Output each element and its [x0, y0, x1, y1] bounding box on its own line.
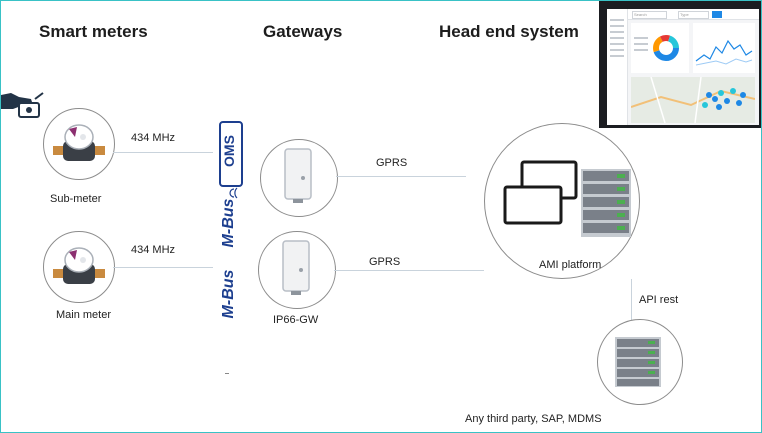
dashboard-screen: Search Type [607, 9, 759, 125]
dashboard-screenshot: Search Type [599, 1, 761, 128]
dashboard-map-card [631, 77, 755, 123]
gprs-link-top [336, 176, 466, 177]
api-link [631, 279, 632, 321]
gprs-label-bottom: GPRS [369, 256, 401, 268]
map-icon [631, 77, 755, 123]
dashboard-toolbar: Search Type [628, 9, 759, 20]
radio-link-top [113, 152, 213, 153]
monitors-icon [503, 160, 578, 225]
header-smart-meters: Smart meters [39, 22, 148, 41]
mbus-logo: M-Bus [220, 269, 237, 319]
dashboard-sidebar [607, 9, 628, 125]
hand-reader-icon [1, 92, 44, 118]
donut-chart-icon [653, 35, 679, 61]
dashboard-action-button [712, 11, 722, 18]
radio-frequency-bottom: 434 MHz [131, 244, 176, 256]
main-meter-icon [53, 247, 105, 284]
wireless-mbus-logo: M-Bus [220, 198, 237, 248]
radio-frequency-top: 434 MHz [131, 132, 176, 144]
sub-meter-icon [53, 124, 105, 161]
third-party-server-icon [615, 337, 661, 387]
oms-logo-text: OMS [221, 135, 237, 167]
dashboard-search-field: Search [632, 11, 667, 19]
sub-meter-label: Sub-meter [50, 193, 102, 205]
api-rest-label: API rest [639, 294, 679, 306]
gprs-link-bottom [334, 270, 484, 271]
decorative-dash [225, 373, 229, 374]
dashboard-line-card [693, 23, 755, 73]
header-gateways: Gateways [263, 22, 343, 41]
line-chart-icon [695, 39, 753, 66]
gateway-device-icon [284, 148, 312, 203]
gateway-device-icon [282, 240, 310, 295]
oms-logo [219, 121, 243, 187]
dashboard-type-select: Type [678, 11, 709, 19]
radio-link-bottom [113, 267, 213, 268]
gateway-model-label: IP66-GW [273, 314, 319, 326]
main-meter-label: Main meter [56, 309, 112, 321]
header-head-end-system: Head end system [439, 22, 579, 41]
gprs-label-top: GPRS [376, 157, 408, 169]
ami-platform-label: AMI platform [539, 259, 602, 271]
wireless-signal-icon [229, 187, 238, 199]
third-party-label: Any third party, SAP, MDMS [465, 413, 602, 425]
server-rack-icon [581, 169, 631, 237]
dashboard-donut-card [631, 23, 689, 73]
